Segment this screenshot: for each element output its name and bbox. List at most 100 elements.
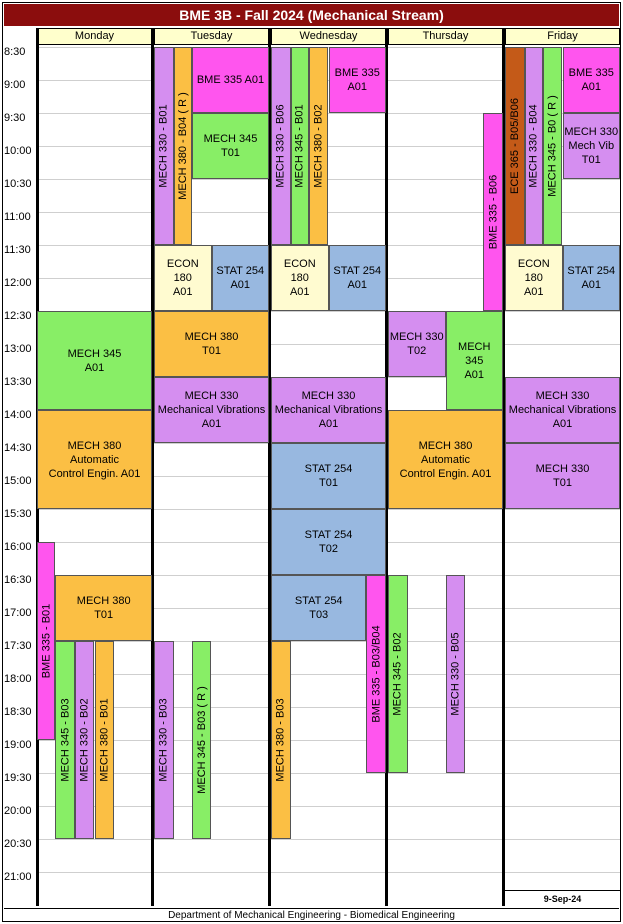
class-label: MECH 330 - B01 <box>157 104 170 188</box>
class-label: STAT 254 A01 <box>567 265 616 291</box>
footer: Department of Mechanical Engineering - B… <box>4 908 619 923</box>
time-label: 20:30 <box>4 838 32 850</box>
date-stamp: 9-Sep-24 <box>505 890 620 907</box>
class-block[interactable]: MECH 380 - B01 <box>94 641 115 839</box>
class-label: MECH 380 - B01 <box>98 698 111 782</box>
class-label: BME 335 A01 <box>568 67 614 93</box>
class-block[interactable]: BME 335 - B03/B04 <box>366 575 386 773</box>
class-label: MECH 345 T01 <box>203 133 258 159</box>
class-label: MECH 330 Mechanical Vibrations A01 <box>508 390 617 430</box>
class-block[interactable]: ECON 180 A01 <box>271 245 329 311</box>
class-label: STAT 254 T02 <box>304 529 353 555</box>
class-label: ECON 180 A01 <box>283 258 316 298</box>
class-block[interactable]: MECH 345 - B02 <box>388 575 408 773</box>
time-label: 16:00 <box>4 541 32 553</box>
class-block[interactable]: BME 335 A01 <box>562 47 620 113</box>
class-block[interactable]: MECH 330 - B03 <box>154 641 174 839</box>
class-block[interactable]: MECH 330 - B04 <box>524 47 543 245</box>
time-gridline <box>37 641 620 642</box>
day-separator <box>151 28 154 906</box>
time-label: 8:30 <box>4 46 26 58</box>
day-header-friday: Friday <box>505 28 620 45</box>
class-block[interactable]: MECH 330 Mechanical Vibrations A01 <box>505 377 620 443</box>
class-block[interactable]: STAT 254 T01 <box>271 443 386 509</box>
class-block[interactable]: BME 335 A01 <box>328 47 386 113</box>
class-block[interactable]: MECH 330 T02 <box>388 311 446 377</box>
class-block[interactable]: MECH 380 - B02 <box>308 47 329 245</box>
class-block[interactable]: MECH 330 Mech Vib T01 <box>562 113 620 179</box>
class-block[interactable]: MECH 330 - B01 <box>154 47 174 245</box>
time-label: 13:00 <box>4 343 32 355</box>
class-block[interactable]: MECH 330 - B05 <box>445 575 466 773</box>
class-label: STAT 254 A01 <box>333 265 382 291</box>
class-label: MECH 380 Automatic Control Engin. A01 <box>48 439 141 480</box>
time-label: 14:30 <box>4 442 32 454</box>
class-block[interactable]: STAT 254 A01 <box>328 245 386 311</box>
class-label: BME 335 A01 <box>334 67 380 93</box>
class-block[interactable]: MECH 330 - B06 <box>271 47 291 245</box>
class-block[interactable]: MECH 345 T01 <box>191 113 269 179</box>
class-block[interactable]: ECE 365 - B05/B06 <box>505 47 525 245</box>
class-block[interactable]: MECH 330 T01 <box>505 443 620 509</box>
class-block[interactable]: ECON 180 A01 <box>154 245 212 311</box>
class-block[interactable]: ECON 180 A01 <box>505 245 563 311</box>
time-label: 10:30 <box>4 178 32 190</box>
class-block[interactable]: MECH 380 T01 <box>55 575 152 641</box>
class-block[interactable]: STAT 254 A01 <box>562 245 620 311</box>
class-block[interactable]: MECH 345 - B03 <box>55 641 75 839</box>
class-block[interactable]: BME 335 A01 <box>191 47 269 113</box>
day-header-thursday: Thursday <box>388 28 503 45</box>
time-gridline <box>37 212 620 213</box>
time-gridline <box>37 839 620 840</box>
class-label: MECH 345 - B03 <box>59 698 72 782</box>
time-gridline <box>37 113 620 114</box>
time-label: 12:00 <box>4 277 32 289</box>
day-header-monday: Monday <box>37 28 152 45</box>
class-block[interactable]: MECH 330 - B02 <box>74 641 95 839</box>
class-label: MECH 330 Mechanical Vibrations A01 <box>274 390 383 430</box>
class-label: MECH 380 T01 <box>76 595 131 621</box>
class-block[interactable]: MECH 345 A01 <box>445 311 503 410</box>
class-block[interactable]: MECH 380 T01 <box>154 311 269 377</box>
class-block[interactable]: BME 335 - B01 <box>37 542 56 740</box>
class-label: MECH 380 - B03 <box>274 698 287 782</box>
class-block[interactable]: MECH 345 - B03 ( R ) <box>191 641 212 839</box>
class-block[interactable]: MECH 380 - B04 ( R ) <box>173 47 192 245</box>
time-label: 13:30 <box>4 376 32 388</box>
class-block[interactable]: STAT 254 T03 <box>271 575 367 641</box>
class-label: MECH 345 - B02 <box>391 632 404 716</box>
class-block[interactable]: MECH 345 - B01 <box>290 47 309 245</box>
time-label: 19:00 <box>4 739 32 751</box>
class-block[interactable]: STAT 254 T02 <box>271 509 386 575</box>
day-separator <box>385 28 388 906</box>
time-label: 18:30 <box>4 706 32 718</box>
time-label: 10:00 <box>4 145 32 157</box>
class-label: MECH 330 Mechanical Vibrations A01 <box>157 390 266 430</box>
time-label: 9:30 <box>4 112 26 124</box>
class-block[interactable]: MECH 380 - B03 <box>271 641 291 839</box>
class-block[interactable]: MECH 380 Automatic Control Engin. A01 <box>37 410 152 509</box>
time-label: 14:00 <box>4 409 32 421</box>
time-gridline <box>37 773 620 774</box>
class-label: BME 335 - B06 <box>487 174 500 250</box>
class-label: MECH 330 Mech Vib T01 <box>564 126 619 166</box>
class-block[interactable]: MECH 330 Mechanical Vibrations A01 <box>154 377 269 443</box>
class-label: MECH 330 - B04 <box>527 104 540 188</box>
time-label: 21:00 <box>4 871 32 883</box>
class-block[interactable]: MECH 345 A01 <box>37 311 152 410</box>
schedule-title: BME 3B - Fall 2024 (Mechanical Stream) <box>4 4 619 26</box>
class-label: MECH 345 - B01 <box>293 104 306 188</box>
time-label: 19:30 <box>4 772 32 784</box>
class-label: ECE 365 - B05/B06 <box>508 97 521 195</box>
class-block[interactable]: STAT 254 A01 <box>211 245 269 311</box>
time-gridline <box>37 806 620 807</box>
class-label: MECH 345 A01 <box>458 340 491 381</box>
time-label: 11:00 <box>4 211 31 223</box>
class-block[interactable]: MECH 330 Mechanical Vibrations A01 <box>271 377 386 443</box>
time-gridline <box>37 179 620 180</box>
class-block[interactable]: BME 335 - B06 <box>483 113 503 311</box>
time-label: 15:30 <box>4 508 32 520</box>
class-block[interactable]: MECH 380 Automatic Control Engin. A01 <box>388 410 503 509</box>
class-label: MECH 380 T01 <box>184 331 239 357</box>
class-block[interactable]: MECH 345 - B0 ( R ) <box>542 47 563 245</box>
